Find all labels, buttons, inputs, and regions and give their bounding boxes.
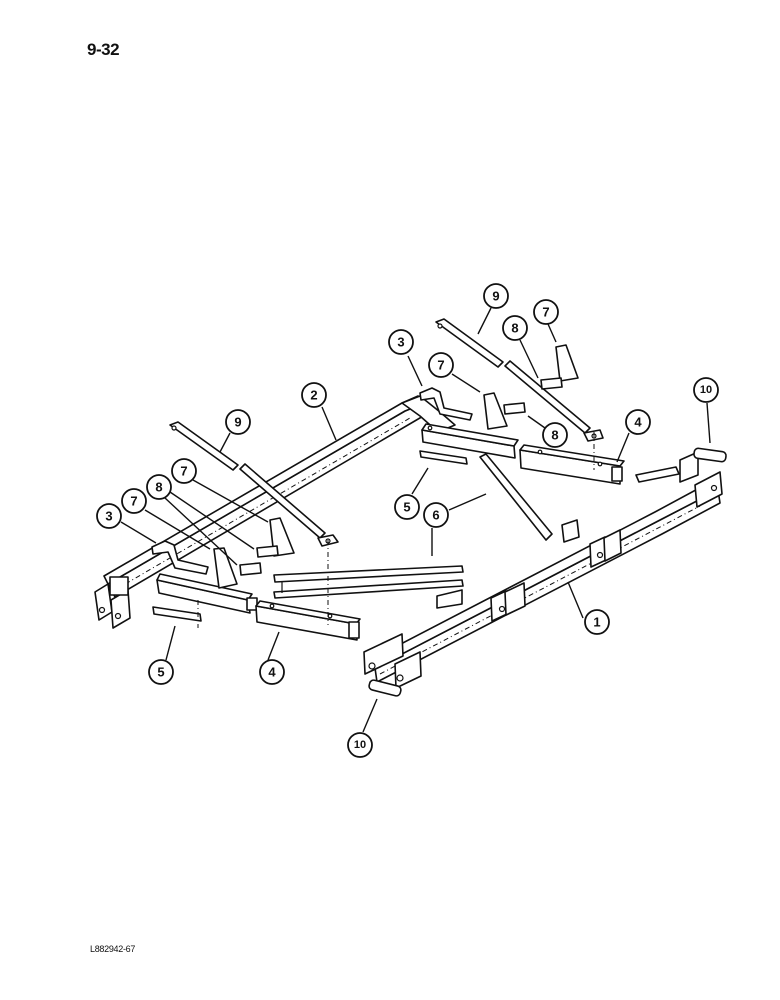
svg-text:7: 7 [130, 494, 137, 509]
strut-right [435, 318, 604, 442]
brace-bracket [561, 519, 580, 543]
callout-9: 9 [225, 409, 251, 435]
callout-7: 7 [121, 488, 147, 514]
callout-3: 3 [96, 503, 122, 529]
svg-text:10: 10 [700, 384, 712, 396]
svg-text:7: 7 [180, 464, 187, 479]
mount-bracket-left [151, 540, 209, 575]
figure-code: L882942-67 [90, 944, 136, 954]
svg-text:9: 9 [492, 289, 499, 304]
tie-plate-right-1 [503, 402, 526, 415]
svg-text:6: 6 [432, 508, 439, 523]
leader-lines [120, 307, 711, 733]
svg-text:7: 7 [542, 305, 549, 320]
callout-7: 7 [171, 458, 197, 484]
svg-text:4: 4 [268, 665, 276, 680]
svg-text:9: 9 [234, 415, 241, 430]
callout-3: 3 [388, 329, 414, 355]
gusset-left-1 [213, 547, 238, 589]
end-plate [635, 466, 680, 483]
side-frame-bar [94, 395, 456, 629]
svg-text:3: 3 [397, 335, 404, 350]
plate-left [152, 606, 202, 622]
tie-plate-left-1 [239, 562, 262, 576]
end-bracket [679, 451, 699, 483]
short-tube-right [421, 423, 625, 485]
pin-right [693, 447, 727, 463]
gusset-right-2 [555, 344, 579, 382]
svg-text:8: 8 [511, 321, 518, 336]
svg-text:5: 5 [403, 500, 410, 515]
gusset-right-1 [483, 392, 508, 430]
callout-9: 9 [483, 283, 509, 309]
callout-4: 4 [259, 659, 285, 685]
page-number: 9-32 [87, 40, 120, 59]
callout-10: 10 [693, 377, 719, 403]
callout-8: 8 [542, 422, 568, 448]
callout-6: 6 [423, 502, 449, 528]
channel-brace [273, 565, 464, 609]
pin-left [368, 679, 402, 697]
callout-1: 1 [584, 609, 610, 635]
svg-text:5: 5 [157, 665, 164, 680]
svg-text:10: 10 [354, 739, 366, 751]
callout-7: 7 [428, 352, 454, 378]
callout-7: 7 [533, 299, 559, 325]
tie-plate-right-2 [540, 377, 563, 390]
mount-bracket-right [419, 387, 473, 421]
callout-2: 2 [301, 382, 327, 408]
diagonal-brace [479, 453, 553, 541]
strut-left [169, 421, 339, 547]
short-tube-left [156, 573, 361, 641]
svg-text:7: 7 [437, 358, 444, 373]
callout-4: 4 [625, 409, 651, 435]
plate-right [419, 450, 468, 465]
callout-5: 5 [394, 494, 420, 520]
callout-8: 8 [146, 474, 172, 500]
callout-5: 5 [148, 659, 174, 685]
svg-text:3: 3 [105, 509, 112, 524]
tie-plate-left-2 [256, 545, 279, 558]
svg-text:4: 4 [634, 415, 642, 430]
svg-text:8: 8 [551, 428, 558, 443]
svg-text:2: 2 [310, 388, 317, 403]
callout-10: 10 [347, 732, 373, 758]
callout-8: 8 [502, 315, 528, 341]
svg-text:8: 8 [155, 480, 162, 495]
main-frame-bar [363, 471, 723, 689]
svg-text:1: 1 [593, 615, 600, 630]
